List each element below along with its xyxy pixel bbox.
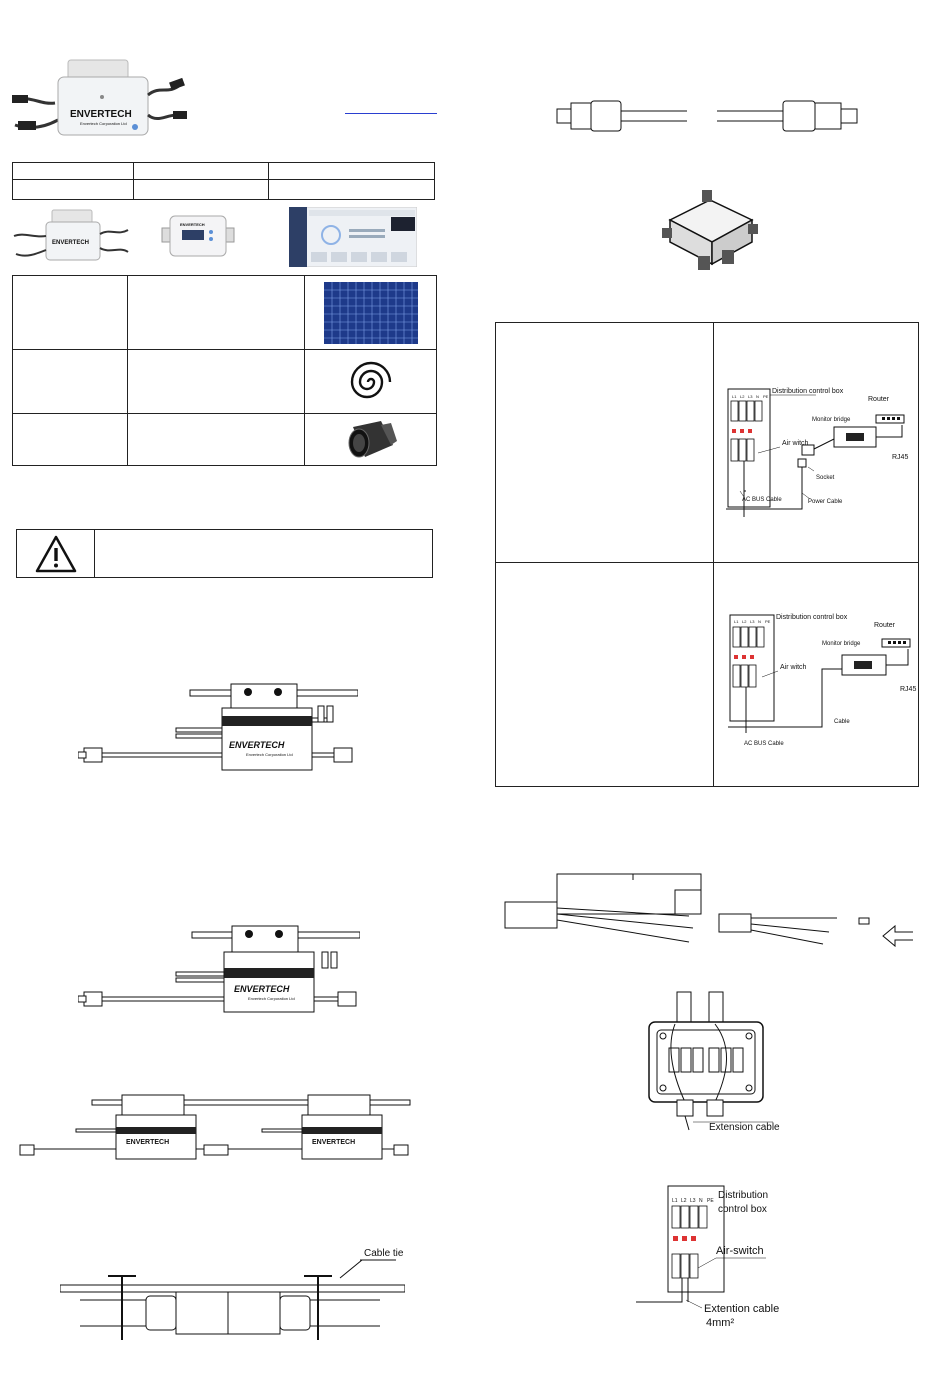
rail-inverter-brand: ENVERTECH <box>229 740 285 750</box>
breaker-label-l3: L3 <box>748 394 753 399</box>
cable-stripping-diagram <box>504 873 913 948</box>
wiring-cable-label: Cable <box>834 719 850 725</box>
wiring-air-witch-label: Air witch <box>782 440 809 447</box>
warning-box <box>16 529 433 578</box>
monitor-bridge-photo: ENVERTECH <box>161 215 235 257</box>
junction-box-open-diagram: Extension cable <box>648 991 780 1133</box>
final-extention-cable-label: Extention cable <box>704 1303 779 1315</box>
junction-box-photo <box>662 190 758 270</box>
distribution-box-final-diagram: L1 L2 L3 N PE Distribution control box A… <box>636 1185 779 1329</box>
wiring-distribution-box-label-b: Distribution control box <box>776 614 848 621</box>
wiring-rj45-label: RJ45 <box>892 454 908 461</box>
inverter-product-photo-small: ENVERTECH <box>13 209 129 261</box>
wiring-air-witch-label-b: Air witch <box>780 664 807 671</box>
cable-coil-image <box>350 361 391 398</box>
wiring-monitor-bridge-label-b: Monitor bridge <box>822 641 861 647</box>
final-breaker-l2: L2 <box>681 1198 687 1204</box>
solar-panel-image <box>323 281 418 344</box>
breaker-label-l3-b: L3 <box>750 619 755 624</box>
final-breaker-l1: L1 <box>672 1198 678 1204</box>
inverter-product-photo-large: ENVERTECH Envertech Corporation Ltd <box>12 59 187 136</box>
inverter-rail-mount-diagram-2: ENVERTECH Envertech Corporation Ltd <box>78 925 360 1013</box>
inverter-rail-mount-diagram: ENVERTECH Envertech Corporation Ltd <box>78 683 358 771</box>
chain-inverter-2-brand: ENVERTECH <box>312 1139 355 1146</box>
breaker-label-l2-b: L2 <box>742 619 747 624</box>
wiring-diagram-power-cable: L1 L2 L3 N PE Distribution control box A… <box>726 388 908 517</box>
final-air-switch-label: Air-switch <box>716 1245 764 1257</box>
chain-inverter-1-brand: ENVERTECH <box>126 1139 169 1146</box>
wiring-ac-bus-cable-label: AC BUS Cable <box>742 497 782 503</box>
breaker-label-pe-b: PE <box>765 619 771 624</box>
final-wire-size-label: 4mm² <box>706 1317 734 1329</box>
wiring-rj45-label-b: RJ45 <box>900 686 916 693</box>
brand-logo-text: ENVERTECH <box>70 109 132 120</box>
final-breaker-pe: PE <box>707 1198 714 1204</box>
final-breaker-l3: L3 <box>690 1198 696 1204</box>
accessories-table <box>12 275 437 466</box>
hyperlink-underline[interactable] <box>345 113 437 114</box>
brand-logo-text-bridge: ENVERTECH <box>180 222 205 227</box>
rail-inverter-sub: Envertech Corporation Ltd <box>246 752 293 757</box>
breaker-label-l1: L1 <box>732 394 737 399</box>
wiring-router-label: Router <box>868 396 890 403</box>
breaker-label-l1-b: L1 <box>734 619 739 624</box>
brand-sub-text: Envertech Corporation Ltd <box>80 121 127 126</box>
cable-tie-label: Cable tie <box>364 1248 404 1259</box>
spec-header-table <box>12 162 435 200</box>
ac-connector-pair-diagram <box>556 100 858 132</box>
monitoring-wiring-table: L1 L2 L3 N PE Distribution control box A… <box>495 322 919 787</box>
breaker-label-l2: L2 <box>740 394 745 399</box>
breaker-label-n: N <box>756 394 759 399</box>
cable-tie-diagram: Cable tie <box>60 1248 405 1340</box>
monitoring-software-screenshot <box>289 207 417 267</box>
breaker-label-n-b: N <box>758 619 761 624</box>
breaker-label-pe: PE <box>763 394 769 399</box>
warning-triangle-icon <box>35 535 76 572</box>
two-inverters-chained-diagram: ENVERTECH ENVERTECH <box>19 1094 411 1160</box>
junction-extension-cable-label: Extension cable <box>709 1122 780 1133</box>
wiring-socket-label: Socket <box>816 475 835 481</box>
wiring-monitor-bridge-label: Monitor bridge <box>812 417 851 423</box>
final-breaker-n: N <box>699 1198 703 1204</box>
wiring-ac-bus-cable-label-b: AC BUS Cable <box>744 741 784 747</box>
wiring-router-label-b: Router <box>874 622 896 629</box>
connector-plug-image <box>348 420 397 457</box>
wiring-distribution-box-label: Distribution control box <box>772 388 844 395</box>
rail-inverter-2-sub: Envertech Corporation Ltd <box>248 996 295 1001</box>
final-distribution-line1: Distribution <box>718 1190 768 1201</box>
wiring-diagram-cable: L1 L2 L3 N PE Distribution control box A… <box>728 614 916 747</box>
brand-logo-text-small: ENVERTECH <box>52 240 89 246</box>
rail-inverter-2-brand: ENVERTECH <box>234 984 290 994</box>
final-distribution-line2: control box <box>718 1204 767 1215</box>
wiring-power-cable-label: Power Cable <box>808 499 843 505</box>
